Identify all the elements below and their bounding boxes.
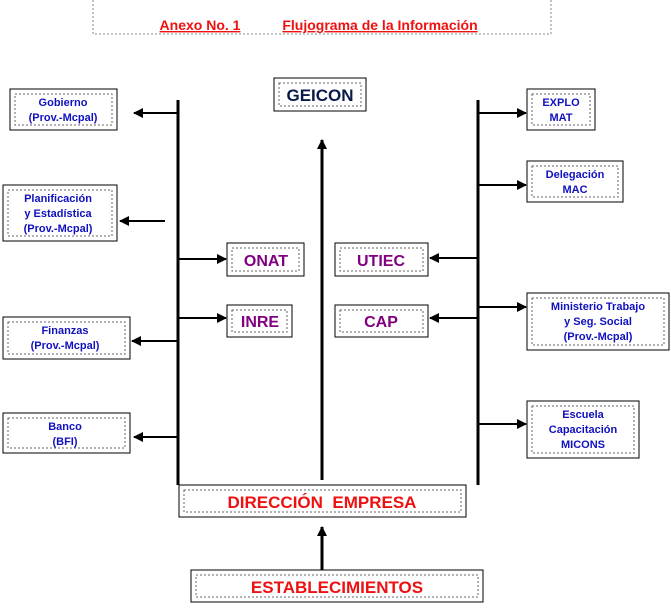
ministerio-line-1: Ministerio Trabajo: [551, 301, 645, 313]
box-escuela: Escuela Capacitación MICONS: [526, 400, 640, 459]
box-banco: Banco (BFI): [2, 412, 131, 454]
banco-line-1: Banco: [48, 421, 82, 433]
delegacion-line-1: Delegación: [546, 169, 605, 181]
ministerio-line-2: y Seg. Social: [564, 316, 632, 328]
escuela-line-3: MICONS: [561, 439, 605, 451]
node-geicon: GEICON: [273, 77, 367, 112]
utiec-label: UTIEC: [357, 253, 405, 270]
box-explomat: EXPLO MAT: [526, 88, 596, 131]
box-ministerio: Ministerio Trabajo y Seg. Social (Prov.-…: [526, 292, 670, 351]
escuela-line-2: Capacitación: [549, 424, 618, 436]
gobierno-line-1: Gobierno: [39, 97, 88, 109]
explomat-line-2: MAT: [549, 112, 572, 124]
delegacion-line-2: MAC: [562, 184, 587, 196]
finanzas-line-1: Finanzas: [41, 325, 88, 337]
explomat-line-1: EXPLO: [542, 97, 580, 109]
box-delegacion: Delegación MAC: [526, 160, 624, 203]
geicon-label: GEICON: [286, 86, 353, 105]
ministerio-line-3: (Prov.-Mcpal): [564, 331, 633, 343]
finanzas-line-2: (Prov.-Mcpal): [31, 340, 100, 352]
annex-label: Anexo No. 1: [160, 17, 241, 33]
box-establecimientos: ESTABLECIMIENTOS: [190, 569, 484, 603]
inre-label: INRE: [241, 314, 280, 331]
planificacion-line-2: y Estadística: [24, 208, 92, 220]
diagram-title: Flujograma de la Información: [282, 17, 477, 33]
establecimientos-label: ESTABLECIMIENTOS: [251, 578, 423, 597]
planificacion-line-1: Planificación: [24, 193, 92, 205]
box-gobierno: Gobierno (Prov.-Mcpal): [9, 88, 118, 131]
gobierno-line-2: (Prov.-Mcpal): [29, 112, 98, 124]
banco-line-2: (BFI): [52, 436, 77, 448]
box-direccion-empresa: DIRECCIÓN EMPRESA: [178, 484, 467, 518]
box-finanzas: Finanzas (Prov.-Mcpal): [2, 316, 131, 360]
box-planificacion: Planificación y Estadística (Prov.-Mcpal…: [2, 184, 118, 242]
cap-label: CAP: [364, 314, 398, 331]
escuela-line-1: Escuela: [562, 409, 604, 421]
box-inre: INRE: [226, 304, 293, 338]
box-cap: CAP: [334, 304, 429, 338]
box-utiec: UTIEC: [334, 242, 429, 277]
planificacion-line-3: (Prov.-Mcpal): [24, 223, 93, 235]
box-onat: ONAT: [226, 242, 305, 277]
direccion-label: DIRECCIÓN EMPRESA: [228, 493, 417, 512]
title-box: [92, 0, 552, 35]
onat-label: ONAT: [244, 253, 288, 270]
